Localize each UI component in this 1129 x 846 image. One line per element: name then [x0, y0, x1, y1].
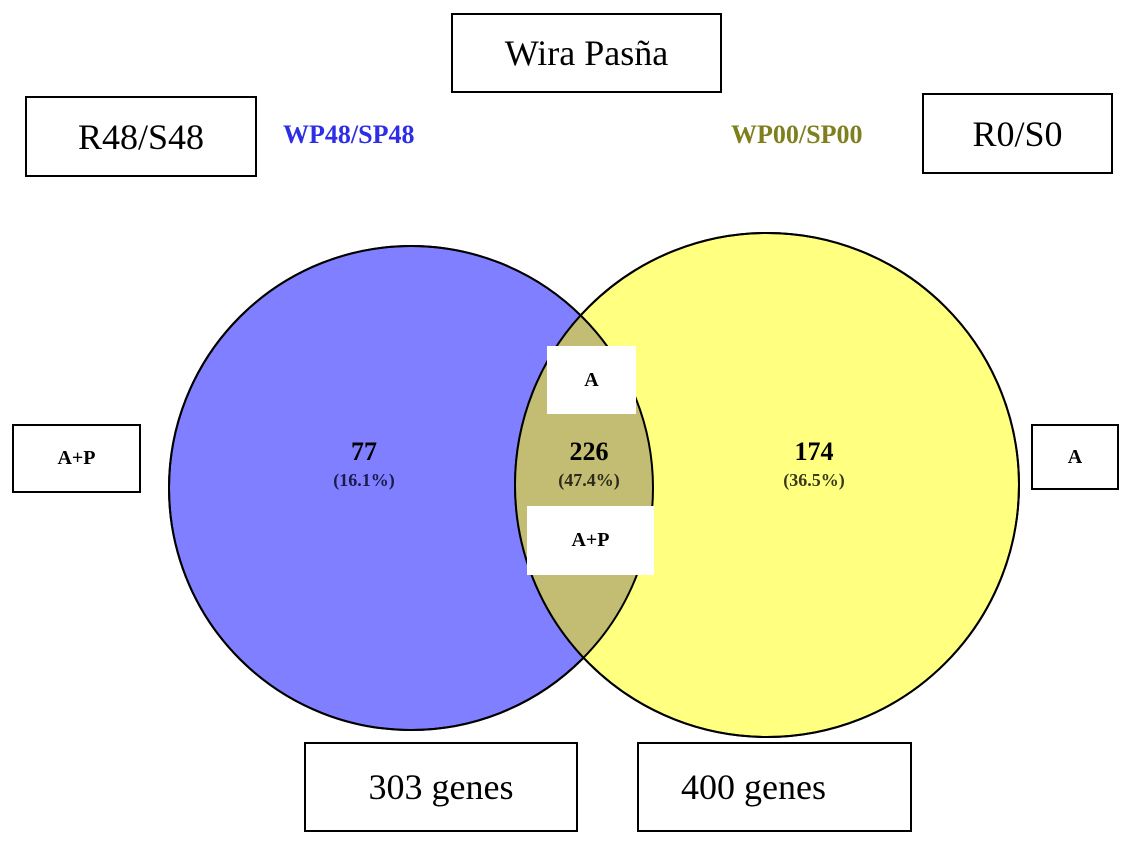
right-condition-text: R0/S0: [972, 113, 1063, 154]
right-total-text: 400 genes: [681, 767, 826, 807]
right-set-label: WP00/SP00: [731, 120, 863, 149]
left-only-percent: (16.1%): [333, 470, 395, 491]
title-text: Wira Pasña: [504, 33, 669, 73]
intersection-count: 226: [570, 437, 609, 466]
left-total-text: 303 genes: [368, 767, 514, 807]
right-only-count: 174: [795, 437, 834, 466]
right-side-tag-text: A: [1067, 445, 1083, 468]
right-only-percent: (36.5%): [783, 470, 845, 491]
right-side-tag: A: [1031, 424, 1119, 490]
left-total-box: 303 genes: [304, 742, 578, 832]
left-side-tag: A+P: [12, 424, 141, 493]
left-condition-text: R48/S48: [77, 116, 205, 157]
intersection-tag-bottom: A+P: [527, 506, 654, 575]
left-set-label: WP48/SP48: [283, 120, 415, 149]
left-side-tag-text: A+P: [57, 447, 96, 469]
left-set-outline: [168, 245, 654, 731]
left-only-count: 77: [351, 437, 377, 466]
intersection-tag-top-text: A: [584, 368, 599, 391]
intersection-percent: (47.4%): [558, 470, 620, 491]
right-set-outline: [514, 232, 1020, 738]
intersection-tag-top: A: [547, 346, 636, 414]
left-condition-box: R48/S48: [25, 96, 257, 177]
title-box: Wira Pasña: [451, 13, 722, 93]
right-condition-box: R0/S0: [922, 93, 1113, 174]
right-total-box: 400 genes: [637, 742, 912, 832]
intersection-tag-bottom-text: A+P: [571, 529, 610, 551]
